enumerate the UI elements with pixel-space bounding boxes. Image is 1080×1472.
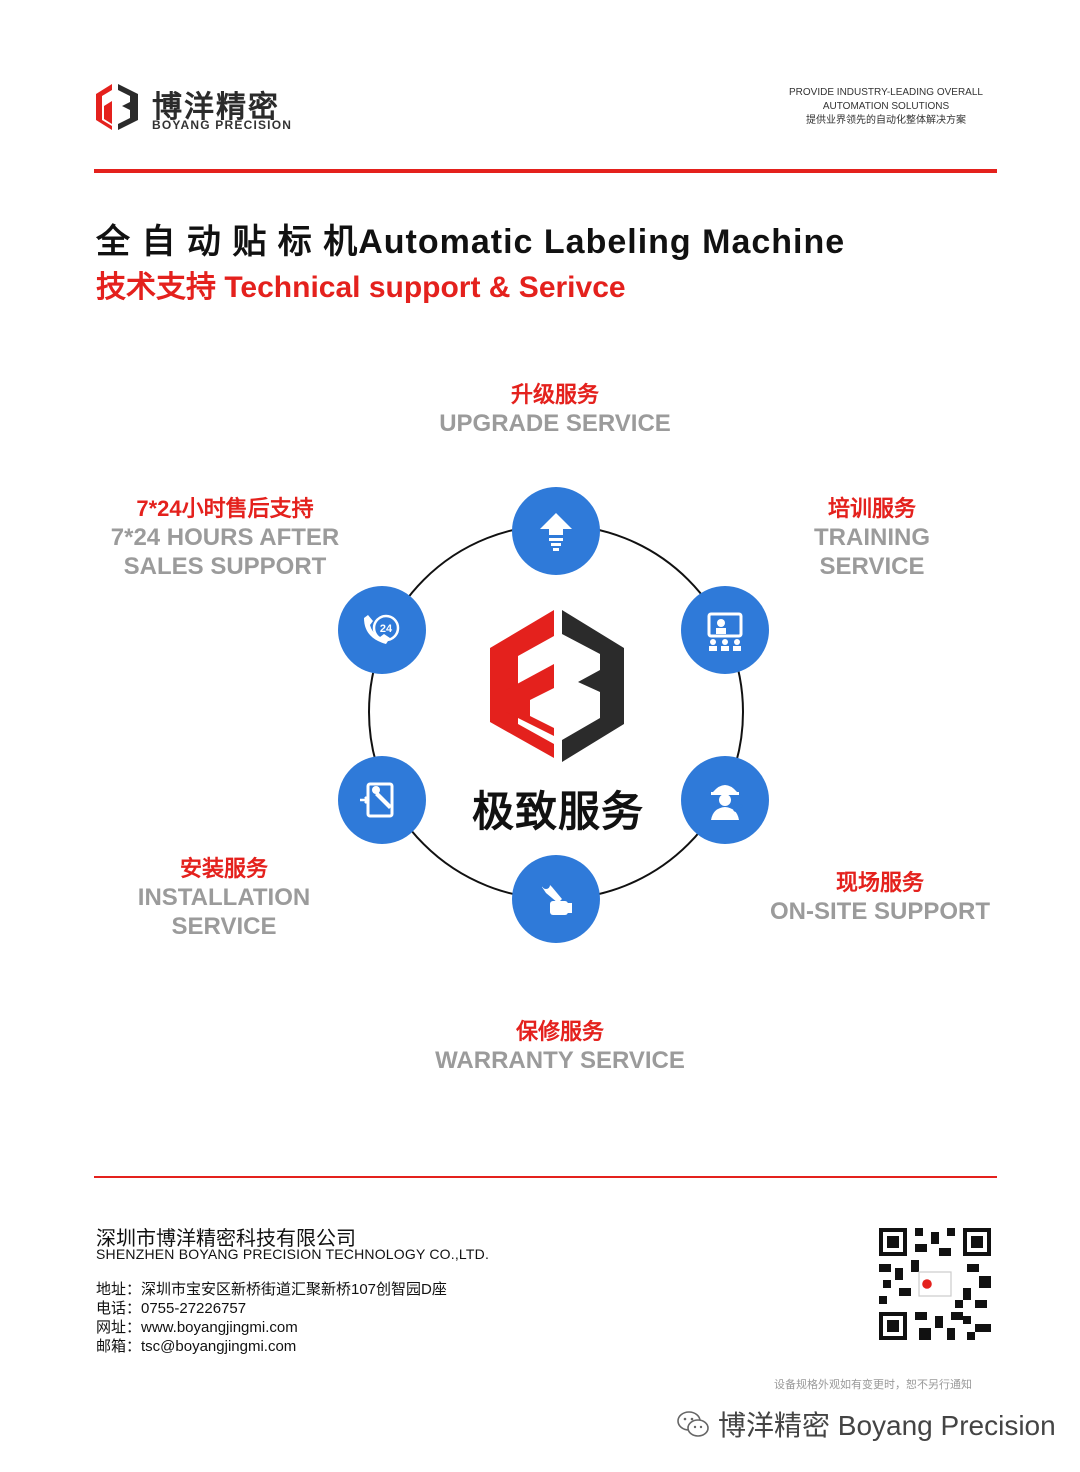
tagline-line-2: AUTOMATION SOLUTIONS — [822, 101, 950, 112]
support247-label-cn: 7*24小时售后支持 — [136, 496, 314, 521]
wechat-icon — [677, 1411, 709, 1437]
email-line[interactable]: 邮箱：tsc@boyangjingmi.com — [96, 1338, 297, 1355]
training-label-en: TRAINING SERVICE — [814, 524, 930, 580]
onsite-node — [681, 756, 769, 844]
qr-code-icon — [879, 1228, 991, 1340]
center-label: 极致服务 — [471, 788, 644, 835]
wechat-watermark: 博洋精密 Boyang Precision — [676, 1404, 1056, 1444]
company-name-cn: 深圳市博洋精密科技有限公司 — [96, 1228, 356, 1250]
support247-node: 24 — [338, 586, 426, 674]
engineer-icon — [711, 785, 743, 820]
upgrade-label-cn: 升级服务 — [510, 382, 599, 407]
footer-divider — [94, 1176, 997, 1178]
installation-label-cn: 安装服务 — [179, 856, 268, 881]
warranty-node — [512, 855, 600, 943]
page-title: 全 自 动 贴 标 机Automatic Labeling Machine — [96, 223, 846, 261]
presentation-board-icon — [707, 612, 743, 651]
address-line: 地址：深圳市宝安区新桥街道汇聚新桥107创智园D座 — [96, 1281, 447, 1298]
header-divider — [94, 169, 997, 173]
support247-label-en: 7*24 HOURS AFTER SALES SUPPORT — [110, 524, 340, 580]
warranty-label-cn: 保修服务 — [515, 1019, 604, 1044]
onsite-label-en: ON-SITE SUPPORT — [769, 898, 991, 925]
upgrade-label-en: UPGRADE SERVICE — [439, 410, 671, 437]
company-name-en: SHENZHEN BOYANG PRECISION TECHNOLOGY CO.… — [96, 1246, 490, 1262]
upload-arrow-icon — [540, 513, 572, 551]
installation-node — [338, 756, 426, 844]
training-node — [681, 586, 769, 674]
onsite-label-cn: 现场服务 — [835, 870, 924, 895]
training-service-label: 培训服务 TRAINING SERVICE — [760, 494, 984, 581]
boyang-logo-icon — [96, 84, 138, 130]
wechat-label: 博洋精密 Boyang Precision — [718, 1410, 1056, 1441]
disclaimer: 设备规格外观如有变更时，恕不另行通知 — [774, 1379, 972, 1391]
installation-service-label: 安装服务 INSTALLATION SERVICE — [104, 854, 344, 941]
support247-service-label: 7*24小时售后支持 7*24 HOURS AFTER SALES SUPPOR… — [90, 494, 360, 581]
tagline-line-1: PROVIDE INDUSTRY-LEADING OVERALL — [789, 87, 983, 98]
phone-24-icon: 24 — [364, 614, 400, 644]
onsite-service-label: 现场服务 ON-SITE SUPPORT — [758, 868, 1002, 926]
warranty-label-en: WARRANTY SERVICE — [435, 1047, 685, 1074]
upgrade-service-label: 升级服务 UPGRADE SERVICE — [420, 380, 690, 438]
upgrade-node — [512, 487, 600, 575]
brand-name-en: BOYANG PRECISION — [152, 118, 293, 132]
warranty-service-label: 保修服务 WARRANTY SERVICE — [410, 1017, 710, 1075]
tagline-line-3: 提供业界领先的自动化整体解决方案 — [806, 115, 966, 126]
website-line[interactable]: 网址：www.boyangjingmi.com — [96, 1319, 298, 1336]
wrench-hand-icon — [542, 881, 572, 915]
installation-label-en: INSTALLATION SERVICE — [137, 884, 311, 940]
tagline: PROVIDE INDUSTRY-LEADING OVERALL AUTOMAT… — [776, 86, 996, 128]
contact-info: 地址：深圳市宝安区新桥街道汇聚新桥107创智园D座 电话：0755-272267… — [96, 1280, 447, 1356]
phone-line: 电话：0755-27226757 — [96, 1300, 247, 1317]
brand-name-cn: 博洋精密 — [152, 91, 280, 124]
door-wrench-icon — [360, 782, 394, 818]
center-logo-icon — [490, 610, 624, 762]
training-label-cn: 培训服务 — [827, 496, 916, 521]
svg-text:24: 24 — [380, 623, 393, 635]
page-subtitle: 技术支持 Technical support & Serivce — [96, 271, 626, 304]
